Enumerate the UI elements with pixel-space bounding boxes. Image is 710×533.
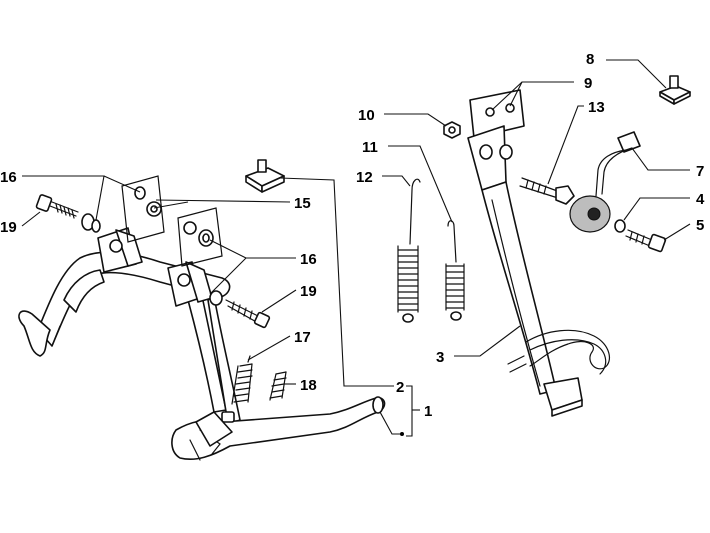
- label-16-left: 16: [0, 169, 17, 186]
- leader-lines: [21, 59, 691, 437]
- label-9: 9: [584, 75, 592, 92]
- label-19-left: 19: [0, 219, 17, 236]
- label-12: 12: [356, 169, 373, 186]
- label-1: 1: [424, 403, 432, 420]
- label-4: 4: [696, 191, 705, 208]
- label-15: 15: [294, 195, 311, 212]
- rubber-washer-4: [569, 195, 626, 233]
- label-11: 11: [362, 139, 378, 156]
- rubber-pad-8: [659, 75, 691, 105]
- side-stand: [467, 89, 611, 417]
- bolt-13: [519, 177, 575, 205]
- label-3: 3: [436, 349, 444, 366]
- label-19-right: 19: [300, 283, 317, 300]
- springs-11-12: [397, 178, 465, 323]
- springs-17-18: [231, 355, 287, 405]
- label-2: 2: [396, 379, 404, 396]
- label-5: 5: [696, 217, 704, 234]
- switch-7: [595, 131, 641, 197]
- label-10: 10: [358, 107, 375, 124]
- rubber-pad-2: [245, 159, 285, 193]
- label-18: 18: [300, 377, 317, 394]
- label-17: 17: [294, 329, 311, 346]
- bolt-5: [625, 229, 667, 253]
- label-16-right: 16: [300, 251, 317, 268]
- label-13: 13: [588, 99, 605, 116]
- left-hardware: [35, 175, 271, 329]
- label-8: 8: [586, 51, 594, 68]
- part-labels: 16 19 15 16 19 17 18 2 1 3 10 11 12 8 9 …: [0, 51, 705, 420]
- center-stand: [18, 227, 386, 461]
- label-7: 7: [696, 163, 704, 180]
